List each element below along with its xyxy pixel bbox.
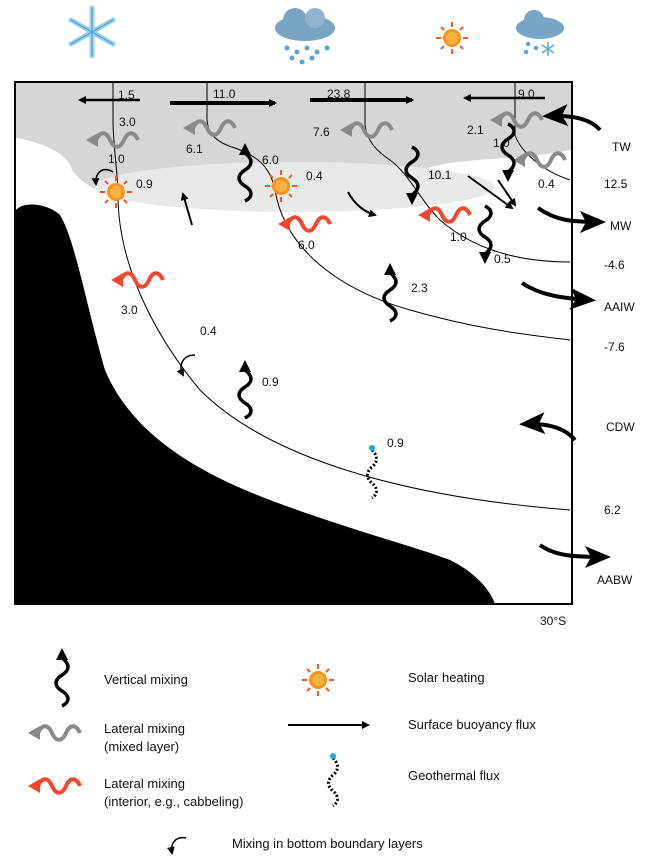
bottom-mixing-icon: [166, 836, 187, 855]
water-mass-label: 6.2: [604, 503, 621, 517]
value-label: 2.1: [467, 123, 484, 137]
value-label: 0.4: [306, 169, 323, 183]
water-mass-label: MW: [610, 219, 632, 233]
value-label: 0.5: [494, 252, 511, 266]
sun-icon: [435, 21, 469, 55]
snowflake-icon: [68, 5, 116, 59]
geothermal-icon: [327, 751, 339, 808]
legend-surface-buoyancy-flux: Surface buoyancy flux: [408, 717, 536, 732]
legend-geothermal-flux: Geothermal flux: [408, 768, 500, 783]
water-mass-label: AABW: [597, 573, 633, 587]
value-label: 0.9: [136, 177, 153, 191]
value-label: 10.1: [428, 168, 452, 182]
value-label: 1.0: [108, 152, 125, 166]
legend-vertical-mixing: Vertical mixing: [104, 672, 188, 687]
legend-solar-heating: Solar heating: [408, 670, 485, 685]
value-label: 6.0: [262, 153, 279, 167]
value-label: 11.0: [213, 87, 236, 101]
value-label: 0.4: [200, 324, 217, 338]
latitude-label: 30°S: [540, 614, 566, 628]
legend-lateral-mixing-interior: Lateral mixing: [104, 776, 185, 791]
value-label: 1.0: [450, 230, 467, 244]
water-mass-label: TW: [612, 140, 631, 154]
value-label: 23.8: [327, 87, 351, 101]
value-label: 1.5: [118, 88, 135, 102]
value-label: 0.9: [262, 375, 279, 389]
value-label: 0.9: [387, 436, 404, 450]
legend-lateral-mixing-mixed: Lateral mixing: [104, 721, 185, 736]
water-mass-arrows: [519, 104, 611, 568]
water-mass-labels: TW 12.5 MW -4.6 AAIW -7.6 CDW 6.2 AABW: [597, 140, 635, 587]
value-label: 3.0: [121, 303, 138, 317]
bottom-mixing-arrow: [176, 354, 196, 377]
value-label: 3.0: [119, 115, 136, 129]
solar-heating-icon: [301, 663, 335, 697]
surface-flux-arrows: [78, 94, 545, 107]
value-label: 7.6: [313, 125, 330, 139]
snow-cloud-icon: [516, 10, 564, 56]
lateral-mixing-interior-icon: [26, 777, 82, 795]
water-mass-label: 12.5: [604, 177, 628, 191]
legend-lateral-mixing-mixed-sub: (mixed layer): [104, 739, 179, 754]
value-label: 6.1: [186, 142, 203, 156]
value-labels: 1.5 11.0 23.8 9.0 3.0 1.0 0.9 6.1 6.0 0.…: [108, 87, 555, 450]
water-mass-label: -7.6: [604, 340, 625, 354]
value-label: 0.4: [538, 177, 555, 191]
water-mass-label: CDW: [606, 420, 635, 434]
legend-lateral-mixing-interior-sub: (interior, e.g., cabbeling): [104, 794, 243, 809]
vertical-mixing-icon: [54, 646, 70, 708]
legend-bottom-mixing: Mixing in bottom boundary layers: [232, 836, 423, 851]
value-label: 2.3: [411, 281, 428, 295]
legend: Vertical mixing Lateral mixing (mixed la…: [26, 646, 536, 855]
value-label: 1.0: [493, 136, 510, 150]
bottom-mixing-arrow: [91, 168, 114, 186]
rain-cloud-icon: [275, 8, 335, 65]
water-mass-label: -4.6: [604, 258, 625, 272]
value-label: 6.0: [298, 238, 315, 252]
lateral-mixing-mixed-icon: [26, 724, 82, 742]
circulation-arrows: [180, 175, 517, 226]
seafloor-topography: [16, 204, 495, 605]
value-label: 9.0: [518, 87, 535, 101]
water-mass-label: AAIW: [604, 300, 635, 314]
